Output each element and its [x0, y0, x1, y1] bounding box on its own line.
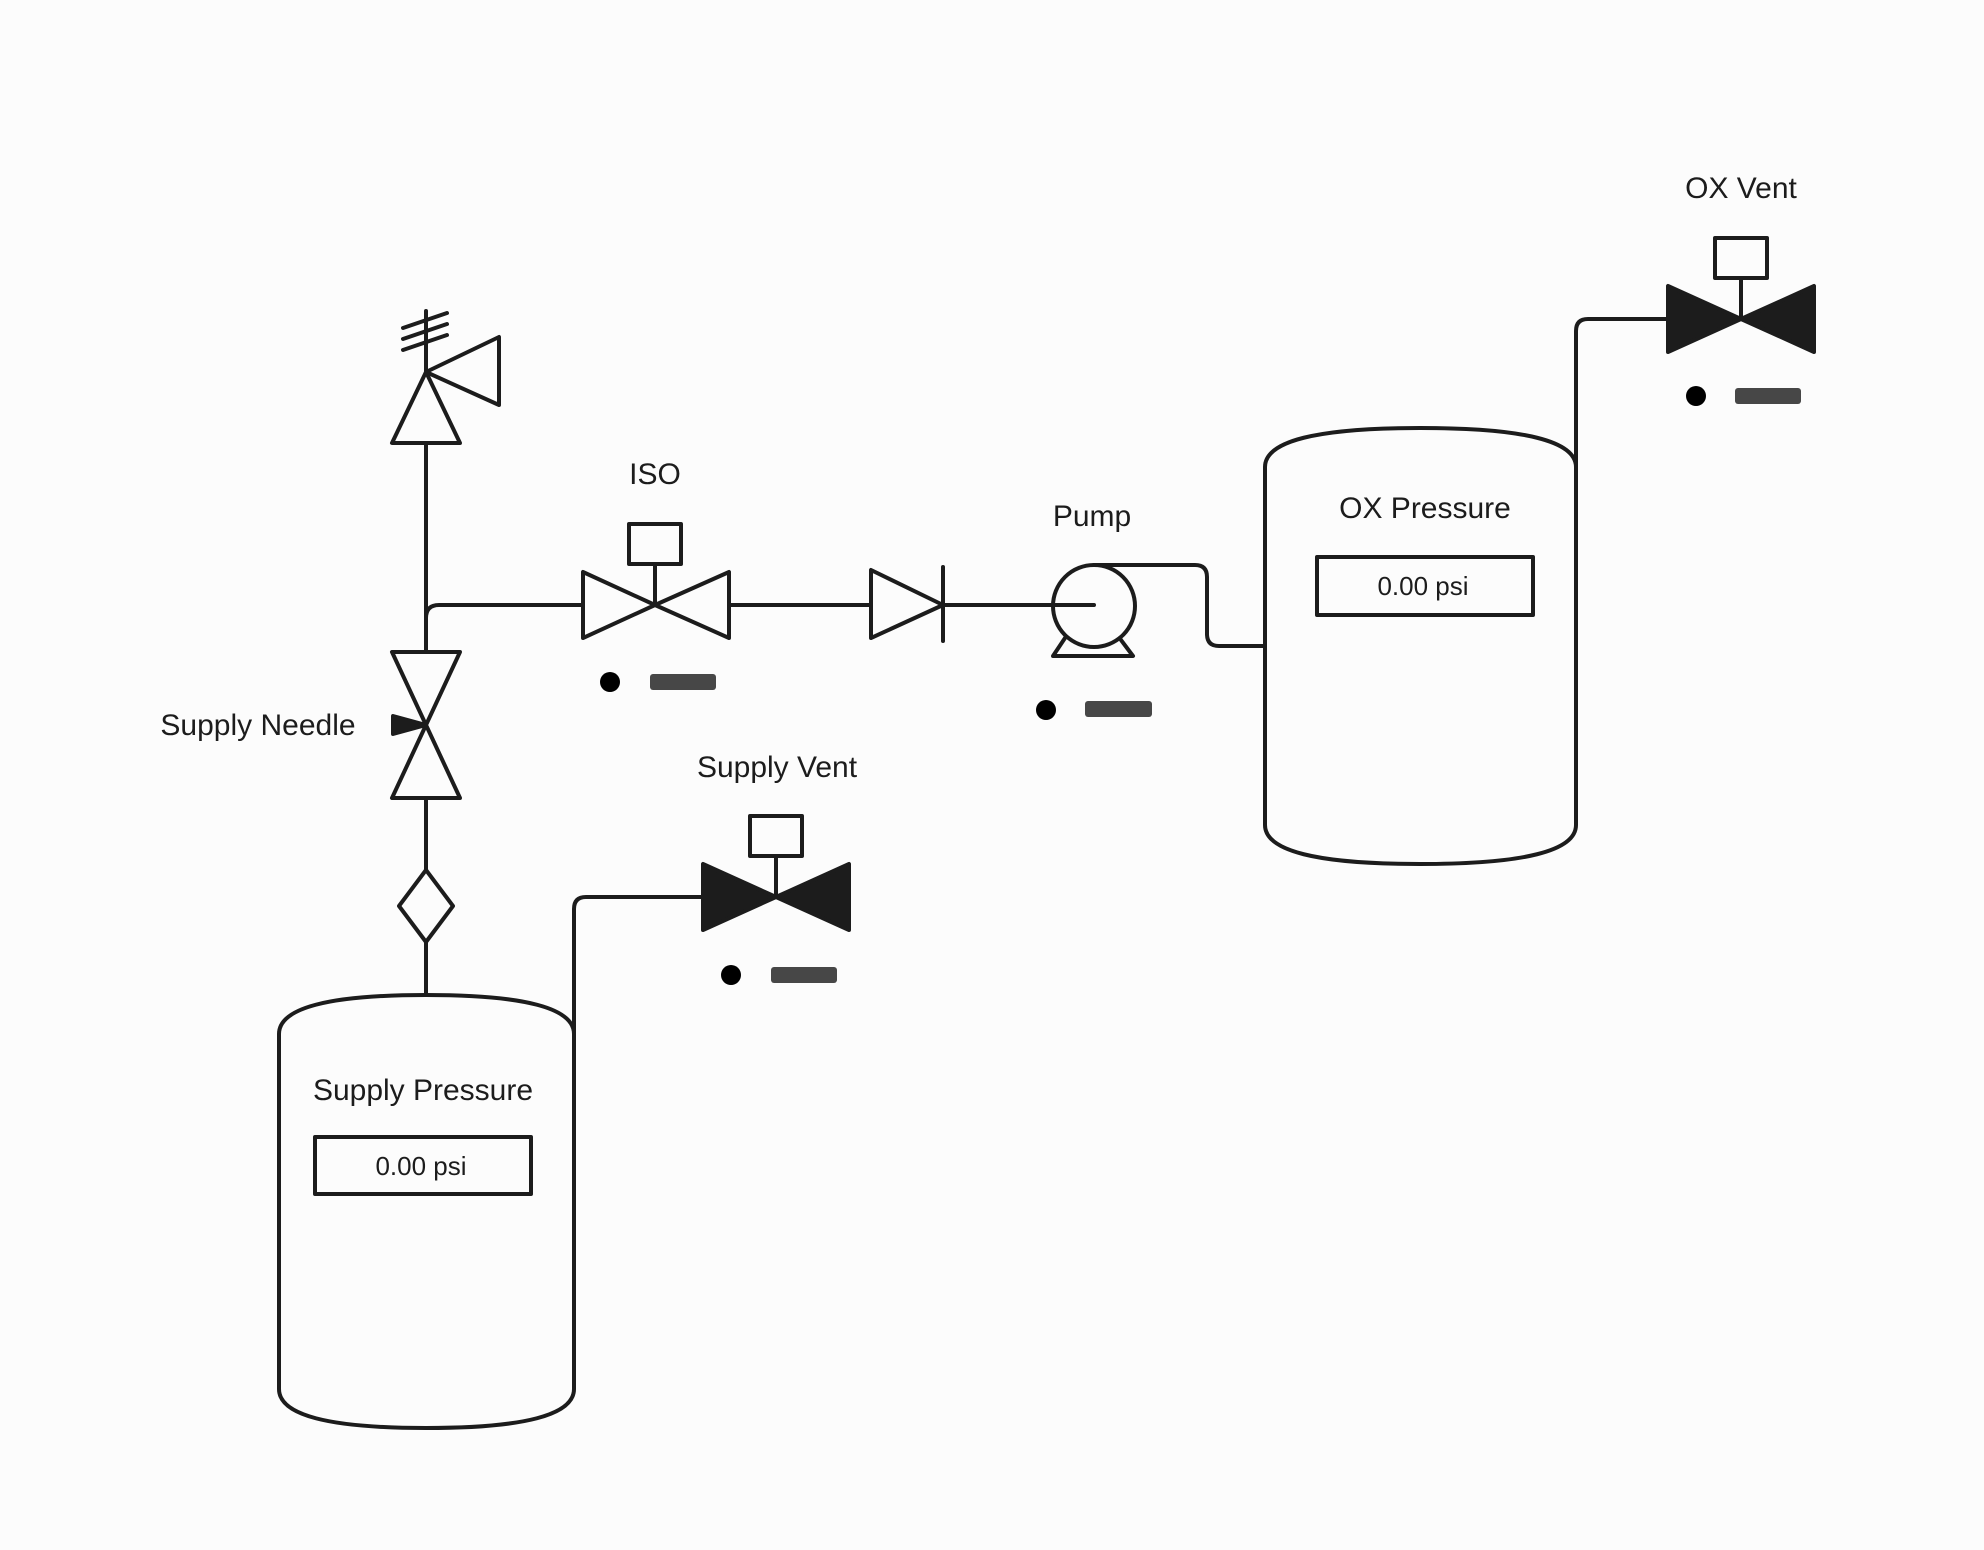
ox-vent-valve[interactable]: [1666, 236, 1816, 354]
pipe-pump-to-ox-tank: [1092, 563, 1267, 648]
ox-tank-title: OX Pressure: [1339, 492, 1511, 525]
supply-pressure-readout: 0.00 psi: [375, 1151, 466, 1181]
iso-status-dot: [600, 672, 620, 692]
ox-vent-status-dot: [1686, 386, 1706, 406]
supply-needle-valve[interactable]: [390, 650, 462, 800]
solenoid-valve-closed-icon: [701, 814, 851, 932]
supply-vent-status-indicator: [721, 965, 837, 985]
pipe-ox-tank-to-vent: [1574, 317, 1669, 469]
pipe-tee-to-iso: [424, 603, 585, 620]
ox-pressure-tank: OX Pressure 0.00 psi: [1263, 426, 1578, 866]
supply-vent-valve[interactable]: [701, 814, 851, 932]
needle-valve-stem-icon: [391, 714, 428, 736]
pump-status-dot: [1036, 700, 1056, 720]
ox-tank-body: [1263, 426, 1578, 866]
ox-vent-label: OX Vent: [1685, 172, 1797, 205]
check-valve-icon: [869, 565, 945, 643]
ox-pressure-readout-box: [1315, 555, 1535, 617]
iso-status-bar: [650, 674, 716, 690]
filter-icon: [397, 868, 455, 944]
supply-pressure-readout-box: [313, 1135, 533, 1196]
supply-tank-body: [277, 993, 576, 1430]
supply-vent-status-bar: [771, 967, 837, 983]
pump-status-bar: [1085, 701, 1152, 717]
supply-tank-title: Supply Pressure: [313, 1074, 533, 1107]
supply-needle-label: Supply Needle: [160, 709, 355, 742]
supply-vent-label: Supply Vent: [697, 751, 858, 784]
supply-vent-status-dot: [721, 965, 741, 985]
iso-valve[interactable]: [581, 522, 731, 640]
ox-vent-status-bar: [1735, 388, 1801, 404]
iso-status-indicator: [600, 672, 716, 692]
pump-status-indicator: [1036, 700, 1152, 720]
pump[interactable]: [1051, 563, 1137, 658]
solenoid-valve-closed-icon: [1666, 236, 1816, 354]
ox-pressure-readout: 0.00 psi: [1377, 571, 1468, 601]
solenoid-valve-icon: [581, 522, 731, 640]
pump-icon: [1051, 563, 1137, 658]
iso-label: ISO: [629, 458, 681, 491]
pump-label: Pump: [1053, 500, 1131, 533]
relief-valve-icon[interactable]: [390, 309, 501, 445]
pipe-supply-tank-to-vent: [572, 895, 703, 1036]
supply-pressure-tank: Supply Pressure 0.00 psi: [277, 993, 576, 1430]
ox-vent-status-indicator: [1686, 386, 1801, 406]
pipes: [424, 317, 1669, 1036]
